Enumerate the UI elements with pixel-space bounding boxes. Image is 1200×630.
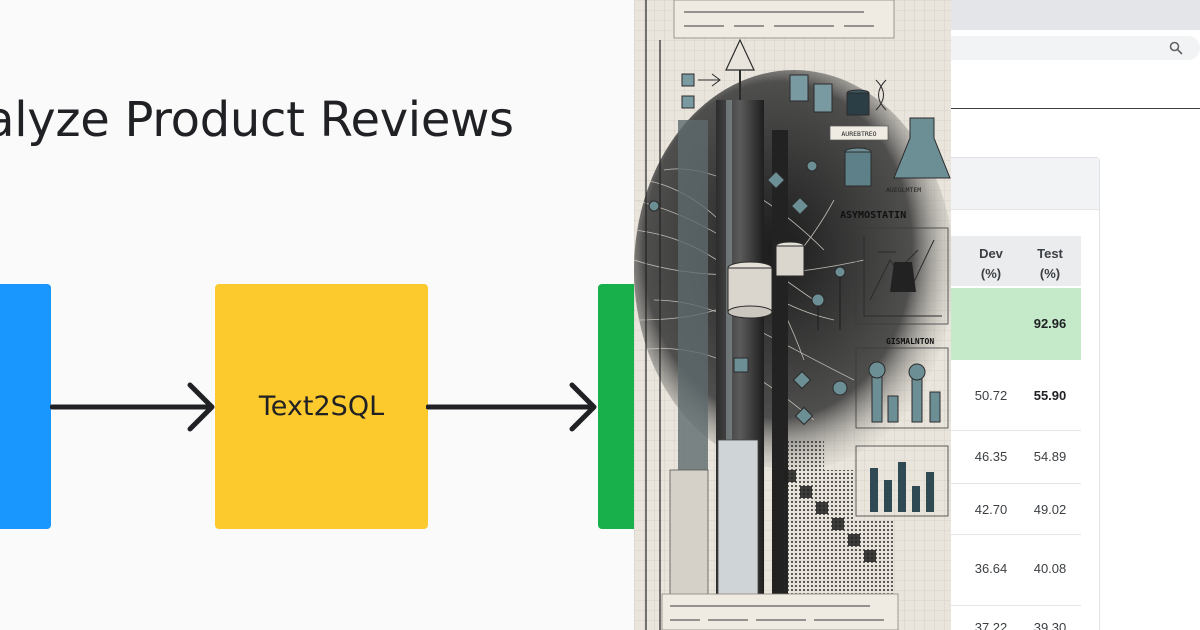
- column-header-line: Dev: [979, 246, 1003, 261]
- arrow-right-icon: [426, 382, 597, 432]
- table-row: 50.72 55.90: [951, 360, 1081, 431]
- technical-illustration: AUREBTREO AUEGLMTEM ASYMOSTATIN GISMALNT…: [634, 0, 951, 630]
- text2sql-label: Text2SQL: [258, 391, 385, 422]
- test-value: 40.08: [1033, 561, 1067, 576]
- results-page: Dev (%) Test (%) 92.96 50.72 55.90 46.35…: [951, 0, 1200, 630]
- column-header-test: Test (%): [1020, 244, 1080, 284]
- flow-title: nalyze Product Reviews: [0, 92, 514, 148]
- illustration-label: ASYMOSTATIN: [840, 210, 906, 221]
- dev-value: 37.22: [974, 620, 1008, 630]
- dev-value: 50.72: [974, 388, 1008, 403]
- table-header: Dev (%) Test (%): [951, 236, 1081, 286]
- input-box-line: es: [0, 459, 51, 506]
- column-header-dev: Dev (%): [961, 244, 1021, 284]
- browser-tab-bar: [951, 0, 1200, 30]
- column-header-line: (%): [980, 266, 1002, 281]
- test-value: 39.30: [1033, 620, 1067, 630]
- test-value: 49.02: [1033, 502, 1067, 517]
- dev-value: 42.70: [974, 502, 1008, 517]
- column-header-line: Test: [1037, 246, 1063, 261]
- test-value: 55.90: [1033, 388, 1067, 403]
- test-value: 92.96: [1033, 316, 1067, 331]
- column-header-line: (%): [1039, 266, 1061, 281]
- flow-diagram-panel: nalyze Product Reviews se o nd es Text2S…: [0, 92, 635, 529]
- illustration-label: GISMALNTON: [886, 337, 934, 346]
- test-value: 54.89: [1033, 449, 1067, 464]
- results-card: Dev (%) Test (%) 92.96 50.72 55.90 46.35…: [951, 157, 1100, 630]
- table-row: 37.22 39.30: [951, 606, 1081, 630]
- input-box-line: se: [0, 318, 51, 365]
- search-bar[interactable]: [951, 36, 1200, 60]
- search-icon[interactable]: [1168, 40, 1184, 56]
- dev-value: 36.64: [974, 561, 1008, 576]
- output-box: [598, 284, 635, 529]
- illustration-svg: AUREBTREO AUEGLMTEM ASYMOSTATIN GISMALNT…: [634, 0, 951, 630]
- input-box: se o nd es: [0, 284, 51, 529]
- input-box-line: nd: [0, 412, 51, 459]
- illustration-label: AUEGLMTEM: [886, 186, 921, 194]
- table-row: 36.64 40.08: [951, 535, 1081, 606]
- input-box-line: o: [0, 365, 51, 412]
- table-row: 42.70 49.02: [951, 484, 1081, 535]
- header-divider: [951, 108, 1200, 109]
- text2sql-box: Text2SQL: [215, 284, 428, 529]
- illustration-label: AUREBTREO: [841, 130, 876, 138]
- table-row: 46.35 54.89: [951, 431, 1081, 484]
- table-row: 92.96: [951, 288, 1081, 360]
- card-header: [951, 158, 1099, 210]
- dev-value: 46.35: [974, 449, 1008, 464]
- arrow-right-icon: [50, 382, 215, 432]
